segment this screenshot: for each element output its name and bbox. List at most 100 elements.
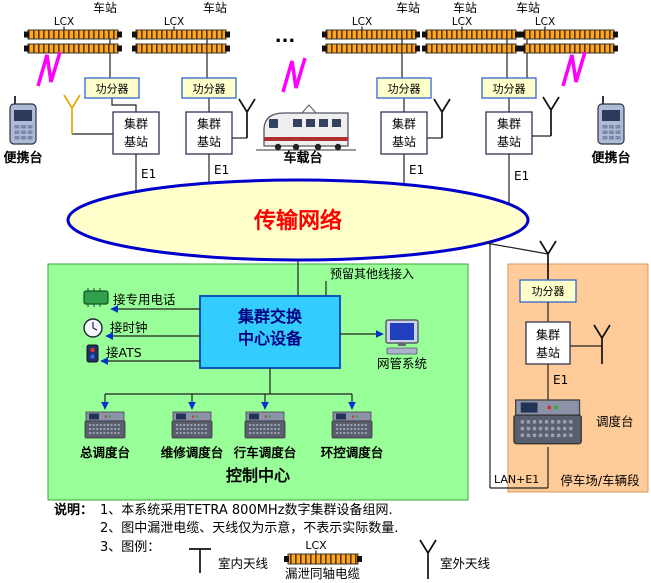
console-distribution-lines [101,368,356,410]
lcx-label: LCX [452,16,472,28]
splitter-label: 功分器 [193,83,226,96]
console-icon [84,411,126,439]
base-station-label: 集群 [536,327,560,342]
console-label: 维修调度台 [161,445,224,460]
station-label: 车站 [93,0,117,15]
transmission-network-label: 传输网络 [253,208,342,234]
train-label: 车载台 [283,150,322,166]
base-stations: 集群 基站 集群 基站 集群 基站 集群 基站 [63,94,560,155]
outdoor-antenna-icon [419,539,437,580]
splitter-label: 功分器 [493,83,526,96]
station-label: 车站 [453,0,477,15]
legend-lcx-label: LCX [305,539,327,552]
lcx-label: LCX [352,16,372,28]
base-station-label: 基站 [497,135,521,149]
base-station-label: 基站 [197,135,221,149]
portable-label: 便携台 [591,150,630,166]
base-station-label: 集群 [124,116,148,131]
dispatcher-consoles: 总调度台 维修调度台 行车调度台 环控调度台 [80,411,384,460]
base-station-label: 集群 [497,116,521,131]
base-station-label: 集群 [392,116,416,131]
e1-label: E1 [214,163,229,177]
reserved-line-label: 预留其他线接入 [330,266,414,281]
station-label: 车站 [516,0,540,15]
portable-phone-icon [597,95,625,145]
network-links [297,242,549,488]
radio-wave-icon [561,51,587,87]
switch-center-label: 集群交换 [237,307,303,326]
depot-group: 功分器 集群 基站 E1 调度台 LAN+E1 停车场/车辆段 [490,240,640,489]
switch-center-label: 中心设备 [238,329,303,348]
switch-center-box [199,295,341,369]
dedicated-phone-icon [83,290,109,305]
clock-interface-row: 接时钟 [83,318,200,340]
base-station-label: 基站 [536,346,560,360]
lcx-label: LCX [164,16,184,28]
lcx-label: LCX [535,16,555,28]
control-center-title: 控制中心 [226,466,290,485]
splitter-label: 功分器 [96,83,129,96]
e1-label: E1 [514,169,529,183]
portable-label: 便携台 [3,150,42,166]
portable-phone-icon [9,95,37,145]
console-icon [171,411,213,439]
train-icon [256,104,356,151]
lcx-feed-lines [109,36,528,78]
power-splitters: 功分器 功分器 功分器 功分器 [84,77,537,99]
ats-interface-row: 接ATS [86,344,200,365]
base-station-label: 基站 [392,135,416,149]
splitter-label: 功分器 [532,285,565,298]
base-station-box [485,111,533,155]
portable-stations: 便携台 便携台 [3,51,631,166]
base-station-box [112,111,160,155]
legend-outdoor-label: 室外天线 [440,556,491,571]
base-station-box [185,111,233,155]
legend-lcx-bar [287,553,359,565]
console-label: 环控调度台 [321,445,384,460]
e1-label: E1 [409,163,424,177]
dedicated-phone-label: 接专用电话 [113,292,176,307]
note-line: 2、图中漏泄电缆、天线仅为示意，不表示实际数量. [100,520,398,536]
ellipsis-label: ... [275,26,296,47]
lan-e1-label: LAN+E1 [494,473,539,486]
notes-section: 说明： 1、本系统采用TETRA 800MHz数字集群设备组网. 2、图中漏泄电… [54,502,491,581]
nms-group: 网管系统 [340,319,427,371]
legend-leaky-label: 漏泄同轴电缆 [285,566,361,581]
splitter-box [84,77,140,99]
console-icon [331,411,373,439]
lcx-cable-icon [23,29,619,54]
legend-indoor-label: 室内天线 [218,556,269,571]
splitter-bs-links [111,98,510,112]
antenna-icon [542,96,560,137]
base-station-label: 基站 [124,135,148,149]
notes-heading: 说明： [54,502,93,518]
station-labels: 车站 车站 车站 车站 车站 LCX LCX LCX LCX LCX ... [54,0,555,47]
e1-label: E1 [553,373,568,387]
console-label: 行车调度台 [233,445,297,460]
e1-label: E1 [141,167,156,181]
console-icon [244,411,286,439]
ats-signal-icon [86,344,99,363]
ats-label: 接ATS [106,345,142,360]
splitter-box [181,77,237,99]
antenna-icon [63,94,81,135]
nms-label: 网管系统 [377,356,427,371]
splitter-box [376,77,432,99]
radio-wave-icon [36,51,62,87]
splitter-box [481,77,537,99]
phone-interface-row: 接专用电话 [83,288,200,313]
radio-wave-icon [281,57,307,93]
base-station-box [380,111,428,155]
base-station-box [525,321,571,365]
antenna-icon [433,98,451,139]
station-label: 车站 [396,0,420,15]
base-station-label: 集群 [197,116,221,131]
clock-label: 接时钟 [110,320,148,335]
indoor-antenna-icon [188,548,212,574]
console-icon [512,398,583,446]
station-label: 车站 [203,0,227,15]
e1-links: E1 E1 E1 E1 [135,154,529,204]
nms-keyboard-icon [386,347,418,355]
